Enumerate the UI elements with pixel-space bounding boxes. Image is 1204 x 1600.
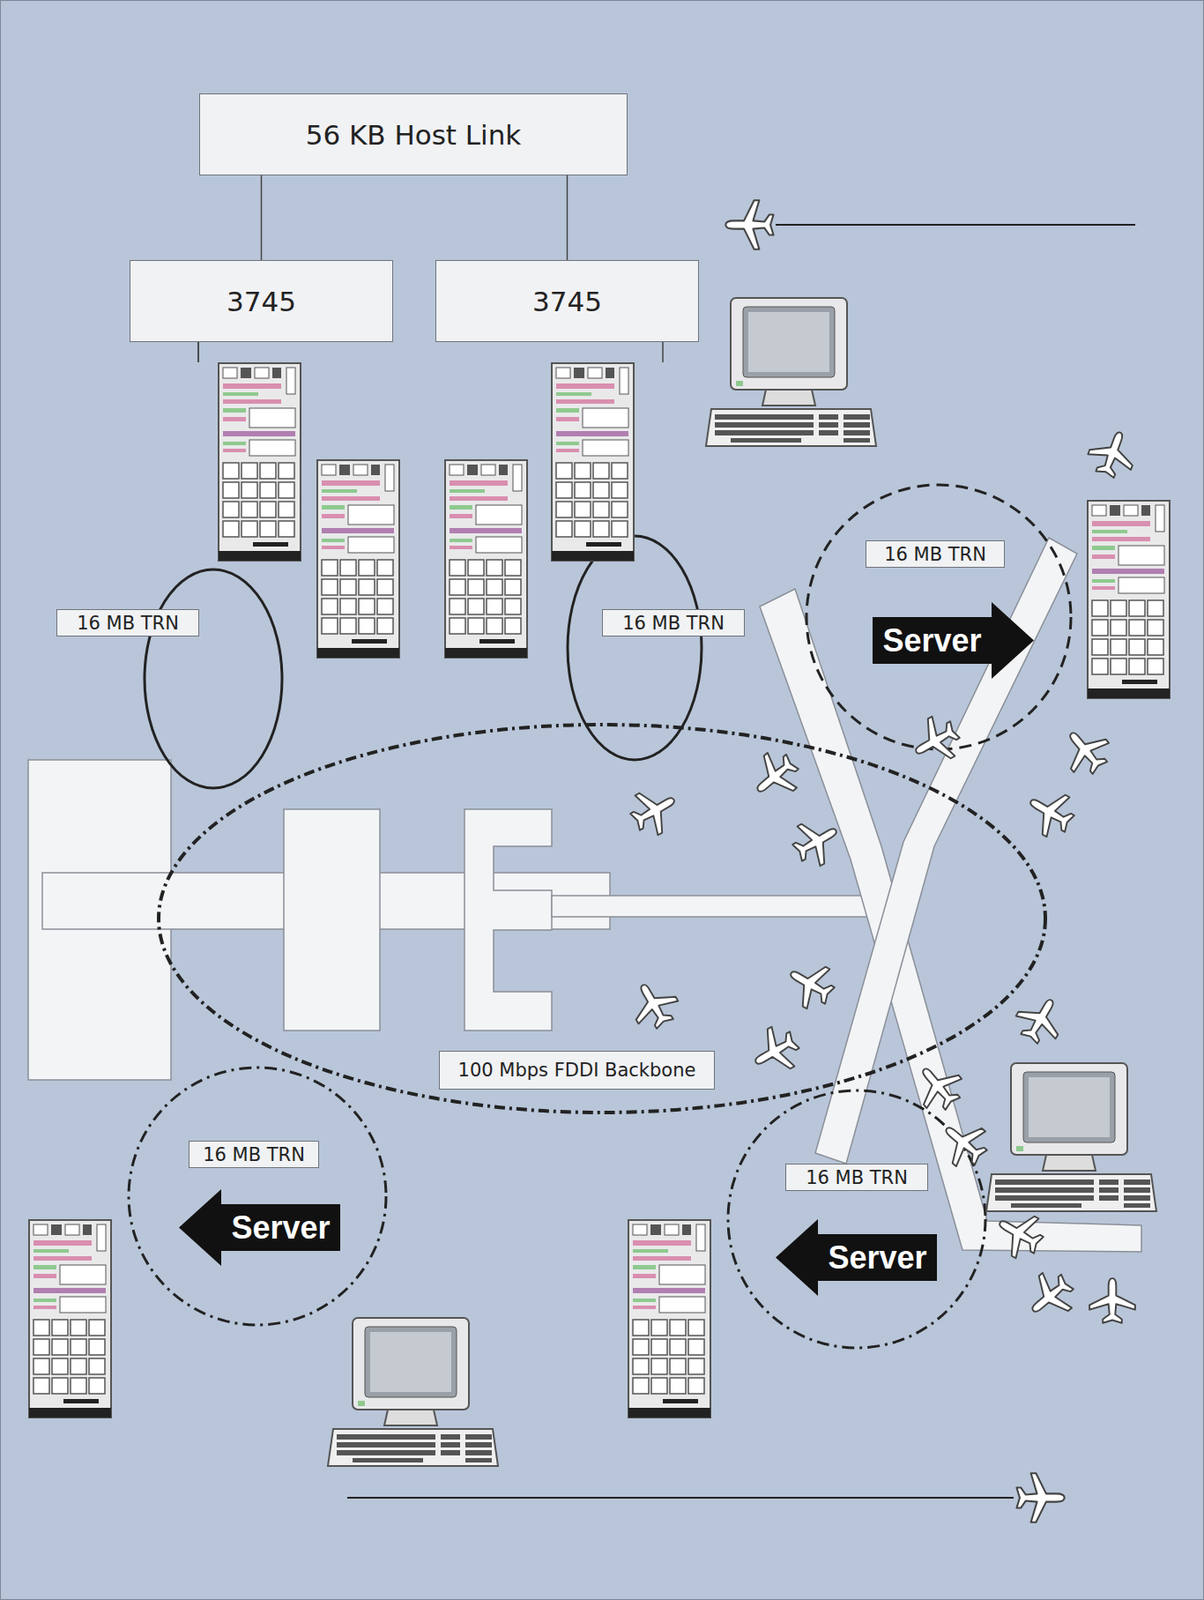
terminal-outline	[551, 895, 882, 917]
box-label: 3745	[226, 285, 297, 318]
airplane-group	[1016, 1472, 1064, 1522]
flight-line	[775, 223, 1136, 226]
fddi-backbone-ring	[158, 724, 1046, 1113]
controller-box: 3745	[435, 260, 699, 342]
flight-line	[347, 1496, 1014, 1499]
arrow-shape	[872, 602, 1034, 679]
airplane-group	[623, 200, 1142, 1522]
token-ring-circle	[128, 484, 1071, 1348]
flight-line	[347, 224, 1136, 1498]
network-illustration	[986, 1062, 1157, 1212]
controller-box: 3745	[129, 260, 394, 342]
arrow-shape	[178, 1189, 341, 1266]
network-illustration	[317, 460, 400, 658]
box-label: 100 Mbps FDDI Backbone	[458, 1059, 697, 1081]
network-illustration	[1087, 500, 1170, 699]
token-ring-loop	[144, 535, 702, 788]
airplane-group	[744, 1019, 807, 1082]
wire	[198, 341, 663, 363]
server-label: Server	[827, 1239, 927, 1277]
network-label: 16 MB TRN	[188, 1140, 320, 1168]
network-label: 16 MB TRN	[602, 609, 745, 637]
box-label: 16 MB TRN	[622, 612, 725, 634]
connector-line	[260, 175, 263, 261]
airplane-group	[725, 200, 773, 249]
airplane-group	[1083, 424, 1142, 483]
network-label: 16 MB TRN	[865, 540, 1005, 568]
airplane-group	[623, 973, 685, 1036]
airplane-group	[1018, 1263, 1083, 1328]
network-illustration	[628, 1219, 711, 1418]
server-label: Server	[230, 1209, 330, 1247]
terminal-outline	[283, 809, 380, 1031]
airplane-group	[786, 810, 848, 873]
network-illustration	[29, 1219, 112, 1418]
network-illustration	[706, 297, 877, 446]
terminal-outline	[464, 809, 552, 1031]
host-link-box: 56 KB Host Link	[199, 93, 628, 176]
connector-line	[566, 175, 569, 261]
network-illustration	[218, 363, 301, 561]
box-label: 16 MB TRN	[202, 1144, 305, 1166]
box-label: 16 MB TRN	[805, 1166, 908, 1189]
arrow-shape	[775, 1218, 937, 1296]
airplane-group	[906, 1055, 971, 1119]
token-ring-circle	[806, 484, 1071, 750]
airplane-group	[1009, 988, 1071, 1051]
server-arrow: Server	[775, 1218, 937, 1296]
network-label: 16 MB TRN	[56, 609, 200, 637]
airplane-group	[1019, 781, 1082, 844]
airplane-group	[1089, 1278, 1136, 1323]
network-illustration	[445, 460, 528, 658]
box-label: 16 MB TRN	[76, 612, 179, 634]
token-ring-circle	[128, 1067, 387, 1325]
terminal-outline	[28, 759, 882, 1080]
token-ring-loop	[144, 569, 283, 788]
airplane-group	[1054, 719, 1118, 783]
box-label: 16 MB TRN	[884, 543, 987, 565]
wire	[661, 341, 664, 363]
airplane-group	[780, 953, 842, 1016]
airplane-group	[988, 1203, 1051, 1265]
server-arrow: Server	[872, 602, 1034, 679]
airplane-group	[905, 709, 967, 772]
box-label: 56 KB Host Link	[305, 118, 522, 151]
server-label: Server	[882, 622, 982, 660]
wire	[197, 341, 200, 363]
network-illustration	[551, 363, 634, 561]
wire	[197, 341, 200, 363]
airplane-group	[624, 780, 686, 842]
airplane-group	[743, 743, 808, 808]
network-label: 16 MB TRN	[785, 1163, 929, 1191]
network-illustration	[327, 1317, 498, 1466]
airplane-group	[932, 1111, 996, 1175]
backbone-label: 100 Mbps FDDI Backbone	[438, 1050, 715, 1090]
box-label: 3745	[532, 285, 602, 318]
server-arrow: Server	[178, 1189, 341, 1266]
